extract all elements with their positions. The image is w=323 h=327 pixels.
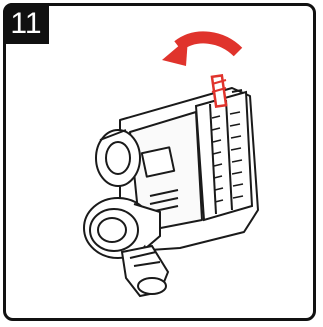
brush-roll [196, 92, 252, 220]
neck-connector [122, 246, 168, 296]
rotate-arrow-icon [162, 37, 238, 66]
side-wheel [96, 130, 140, 186]
